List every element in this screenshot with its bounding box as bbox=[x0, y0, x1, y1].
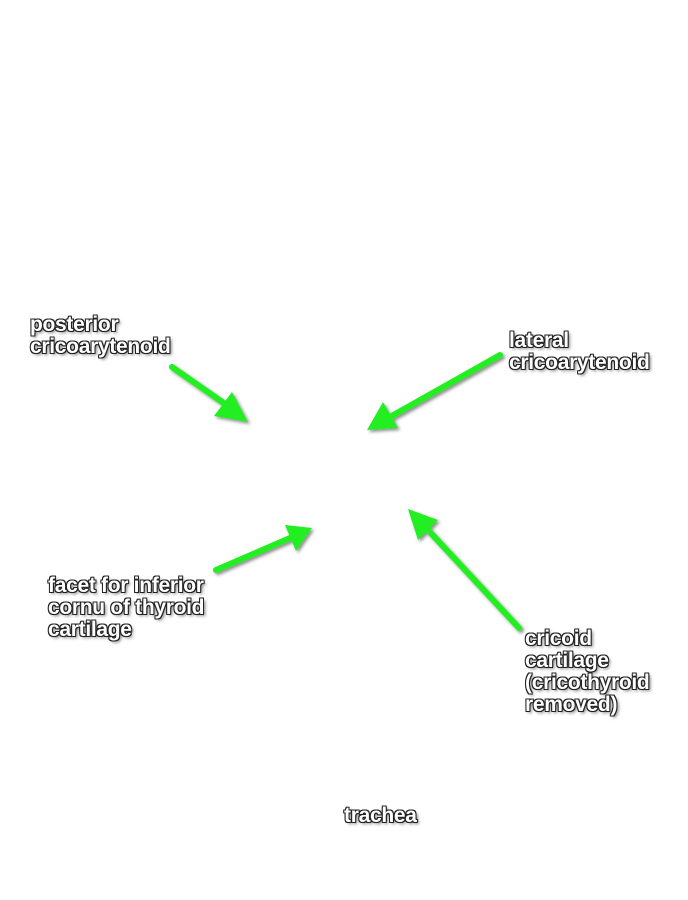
label-line: removed) bbox=[525, 693, 618, 716]
label-line: posterior bbox=[30, 313, 119, 336]
label-line: facet for inferior bbox=[48, 574, 204, 597]
label-line: cornu of thyroid bbox=[48, 596, 205, 619]
label-line: (cricothyroid bbox=[525, 671, 650, 694]
label-line: trachea bbox=[344, 804, 417, 827]
label-line: lateral bbox=[509, 329, 569, 352]
label-posterior-cricoarytenoid: posterior cricoarytenoid bbox=[30, 314, 171, 358]
arrow-posterior-cricoarytenoid bbox=[169, 364, 248, 422]
label-line: cricoarytenoid bbox=[509, 351, 650, 374]
label-line: cricoid bbox=[525, 627, 592, 650]
arrow-cricoid-cartilage bbox=[408, 509, 522, 631]
arrow-lateral-cricoarytenoid bbox=[367, 352, 503, 430]
label-lateral-cricoarytenoid: lateral cricoarytenoid bbox=[509, 330, 650, 374]
label-line: cricoarytenoid bbox=[30, 335, 171, 358]
label-line: cartilage bbox=[525, 649, 609, 672]
label-line: cartilage bbox=[48, 618, 132, 641]
label-facet-inferior-cornu: facet for inferior cornu of thyroid cart… bbox=[48, 575, 204, 641]
label-trachea: trachea bbox=[344, 805, 417, 827]
arrow-facet-inferior-cornu bbox=[213, 525, 312, 573]
label-cricoid-cartilage: cricoid cartilage (cricothyroid removed) bbox=[525, 627, 650, 716]
